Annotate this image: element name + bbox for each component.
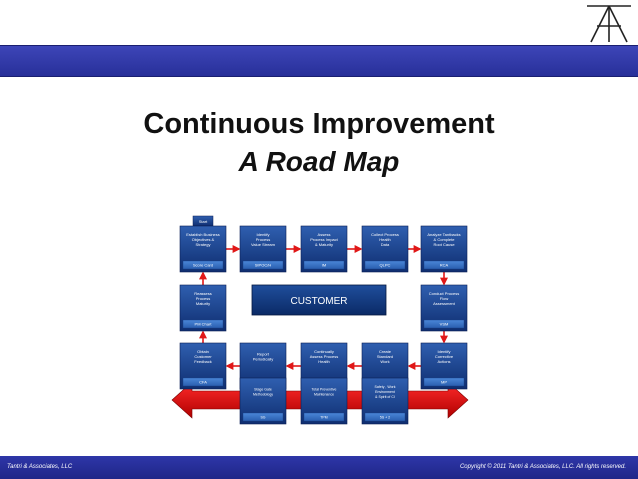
- process-step-7-label-line: Identify: [438, 349, 451, 354]
- process-step-8-label-line: Work: [380, 359, 389, 364]
- foundation-step-3-code-bar: [364, 412, 406, 422]
- process-step-5-code-bar: [423, 260, 465, 270]
- start-tag-label: Start: [199, 219, 208, 224]
- process-step-5-label-line: Root Cause: [433, 242, 455, 247]
- process-step-1-code-bar: [182, 260, 224, 270]
- process-step-8-label-line: Create: [379, 349, 392, 354]
- process-step-6-code-bar: [423, 319, 465, 329]
- process-step-11-label-line: Feedback: [194, 359, 212, 364]
- process-step-12-code-bar: [182, 319, 224, 329]
- process-step-6-label-line: Conduct Process: [429, 291, 459, 296]
- process-step-12-label-line: Maturity: [196, 301, 210, 306]
- process-step-4-label-line: Collect Process: [371, 232, 399, 237]
- footer-band: [0, 456, 638, 479]
- process-step-12-label-line: Process: [196, 296, 210, 301]
- slide-subtitle: A Road Map: [238, 146, 400, 177]
- process-step-3-code: IM: [322, 263, 326, 268]
- process-step-4-code-bar: [364, 260, 406, 270]
- process-step-12-code: PM Chart: [195, 322, 213, 327]
- foundation-step-1-label-line: Stage Gate: [254, 388, 272, 392]
- process-step-2-code: SIPOC/H: [255, 263, 272, 268]
- process-step-1-label-line: Objectives &: [192, 237, 215, 242]
- process-step-10-label-line: Periodically: [253, 357, 273, 362]
- process-step-6-code: VSM: [440, 322, 449, 327]
- process-step-9-label-line: Assess Process: [310, 354, 338, 359]
- process-step-3-label-line: & Maturity: [315, 242, 333, 247]
- process-step-7-label-line: Corrective: [435, 354, 454, 359]
- process-step-12-label-line: Reassess: [194, 291, 212, 296]
- process-step-2-code-bar: [242, 260, 284, 270]
- foundation-step-3-label-line: Environment: [375, 390, 395, 394]
- process-step-4-label-line: Health: [379, 237, 391, 242]
- foundation-step-2-label-line: Total Preventive: [312, 388, 337, 392]
- start-tag: Start: [192, 215, 214, 227]
- company-logo: [587, 5, 631, 43]
- process-step-1-label-line: Strategy: [196, 242, 211, 247]
- foundation-step-3-label-line: & Spirit of CI: [375, 395, 395, 399]
- process-step-1-label-line: Establish Business: [186, 232, 220, 237]
- process-step-5-label-line: & Complete: [434, 237, 456, 242]
- process-step-8-label-line: Standard: [377, 354, 393, 359]
- foundation-step-1-code-bar: [242, 412, 284, 422]
- process-step-6-label-line: Flow: [440, 296, 449, 301]
- process-step-2-label-line: Process: [256, 237, 270, 242]
- process-step-9-label-line: Health: [318, 359, 330, 364]
- footer-company: Tantri & Associates, LLC: [7, 464, 73, 470]
- foundation-step-2-code: TPM: [320, 416, 327, 420]
- process-step-2-label-line: Value Stream: [251, 242, 276, 247]
- process-step-11-label-line: Obtain: [197, 349, 209, 354]
- foundation-step-1-label-line: Methodology: [253, 393, 273, 397]
- customer-box: CUSTOMER: [251, 284, 387, 316]
- process-step-7-label-line: Actions: [437, 359, 450, 364]
- header-band: [0, 45, 638, 77]
- process-step-11-code: CFA: [199, 380, 207, 385]
- process-step-3-label-line: Process Impact: [310, 237, 338, 242]
- foundation-step-2-label-line: Maintenance: [314, 393, 334, 397]
- process-step-5-code: RCA: [440, 263, 449, 268]
- process-step-2-label-line: Identify: [257, 232, 270, 237]
- process-step-11-code-bar: [182, 377, 224, 387]
- foundation-step-3-label-line: Safety , Work: [375, 385, 396, 389]
- process-step-3-label-line: Assess: [318, 232, 331, 237]
- foundation-step-2-code-bar: [303, 412, 345, 422]
- process-step-9-label-line: Continually: [314, 349, 334, 354]
- process-step-7-code-bar: [423, 377, 465, 387]
- slide-title: Continuous Improvement: [143, 108, 495, 140]
- customer-label: CUSTOMER: [290, 296, 347, 307]
- process-step-7-code: MP: [441, 380, 447, 385]
- process-step-10-label-line: Report: [257, 352, 270, 357]
- process-step-1-code: Score Card: [193, 263, 213, 268]
- footer-copyright: Copyright © 2011 Tantri & Associates, LL…: [459, 464, 626, 470]
- process-step-4-code: QLPC: [380, 263, 391, 268]
- process-step-11-label-line: Customer: [194, 354, 212, 359]
- foundation-step-1-code: SG: [260, 416, 265, 420]
- process-step-3-code-bar: [303, 260, 345, 270]
- process-step-6-label-line: Assessment: [433, 301, 456, 306]
- customer-box-frame: [251, 284, 387, 316]
- process-step-4-label-line: Data: [381, 242, 390, 247]
- process-step-5-label-line: Analyze Tantbacks: [427, 232, 460, 237]
- foundation-step-3-code: 5S + 2: [380, 416, 390, 420]
